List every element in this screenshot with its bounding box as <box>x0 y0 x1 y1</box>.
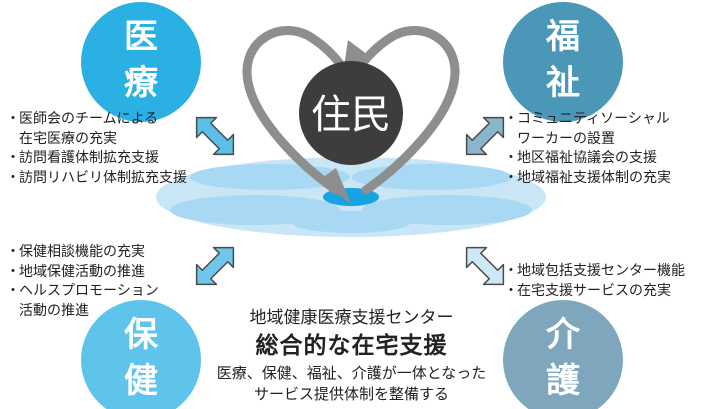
list-item: 保健相談機能の充実 <box>6 243 159 263</box>
heart-right-arrow <box>354 26 460 195</box>
sector-medical: 医 療 <box>81 2 201 122</box>
list-item: 医師会のチームによる <box>6 110 187 130</box>
health-bullet-list: 保健相談機能の充実 地域保健活動の推進 ヘルスプロモーション 活動の推進 <box>6 243 159 321</box>
care-char-1: 介 <box>546 315 581 355</box>
center-description-line-2: サービス提供体制を整備する <box>253 385 449 403</box>
list-item: 地域保健活動の推進 <box>6 263 159 283</box>
list-item: 地区福祉協議会の支援 <box>504 149 671 169</box>
center-platform <box>156 157 546 237</box>
list-item: 地域福祉支援体制の充実 <box>504 169 671 189</box>
heart-arrows <box>242 26 460 204</box>
list-item: 在宅医療の充実 <box>19 130 117 147</box>
welfare-circle <box>503 2 623 122</box>
medical-circle <box>81 2 201 122</box>
resident-label: 住民 <box>311 92 391 138</box>
connector-health-arrow <box>195 246 235 286</box>
sector-health: 保 健 <box>81 300 201 409</box>
center-description-line-1: 医療、保健、福祉、介護が一体となった <box>216 364 487 382</box>
welfare-bullet-list: コミュニティソーシャル ワーカーの設置 地区福祉協議会の支援 地域福祉支援体制の… <box>504 110 671 189</box>
list-item: 活動の推進 <box>19 302 89 319</box>
care-bullet-list: 地域包括支援センター機能 在宅支援サービスの充実 <box>504 262 685 302</box>
medical-bullet-list: 医師会のチームによる 在宅医療の充実 訪問看護体制拡充支援 訪問リハビリ体制拡充… <box>6 110 187 189</box>
list-item: ヘルスプロモーション <box>6 282 159 302</box>
sector-care: 介 護 <box>503 300 623 409</box>
welfare-char-2: 祉 <box>546 63 580 103</box>
platform-petal <box>291 211 411 233</box>
bidirectional-arrow-icon <box>195 116 235 156</box>
connector-medical-arrow <box>195 116 235 156</box>
list-item: コミュニティソーシャル <box>504 110 671 130</box>
heart-arrowhead-bottom <box>319 168 351 204</box>
care-circle <box>503 300 623 409</box>
heart-left-arrow <box>242 26 348 195</box>
resident-node: 住民 <box>299 61 403 165</box>
health-circle <box>81 300 201 409</box>
sector-welfare: 福 祉 <box>503 2 623 122</box>
list-item: 訪問リハビリ体制拡充支援 <box>6 169 187 189</box>
medical-char-2: 療 <box>124 63 159 103</box>
health-char-1: 保 <box>124 315 159 355</box>
medical-char-1: 医 <box>124 17 158 57</box>
list-item: 訪問看護体制拡充支援 <box>6 149 187 169</box>
heart-arrowhead-top <box>344 40 372 66</box>
center-subtitle: 地域健康医療支援センター <box>249 308 454 328</box>
health-char-2: 健 <box>124 361 158 401</box>
care-char-2: 護 <box>546 361 581 401</box>
resident-circle <box>299 61 403 165</box>
list-item: 地域包括支援センター機能 <box>504 262 685 282</box>
center-title: 総合的な在宅支援 <box>255 333 448 359</box>
list-item: ワーカーの設置 <box>517 130 615 147</box>
welfare-char-1: 福 <box>545 17 580 57</box>
bidirectional-arrow-icon <box>195 246 235 286</box>
list-item: 在宅支援サービスの充実 <box>504 282 685 302</box>
